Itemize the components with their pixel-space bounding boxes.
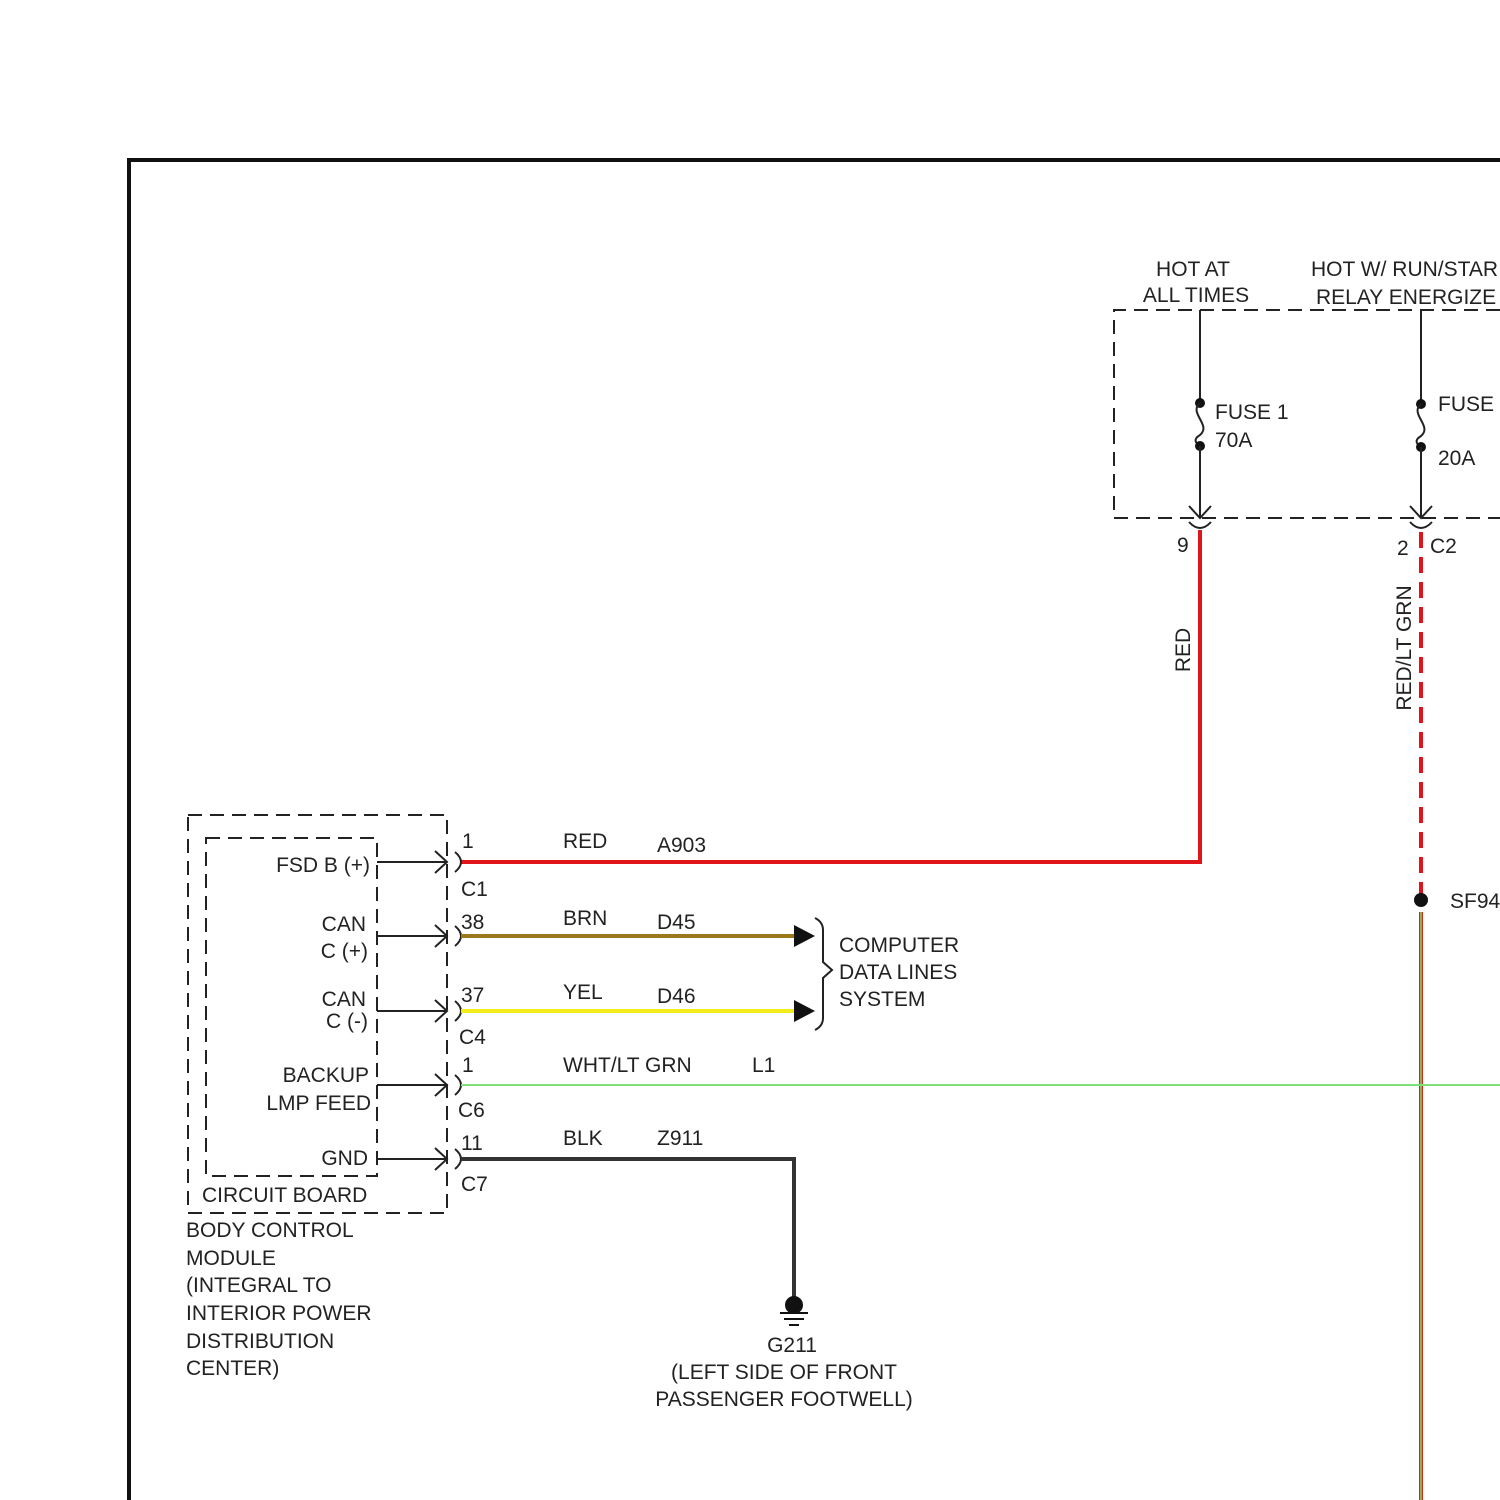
pin-fsd-b-cavity: 1	[462, 830, 474, 853]
pin-gnd-cavity: 11	[461, 1132, 483, 1155]
cavity-9-label: 9	[1177, 534, 1189, 557]
svg-text:CENTER): CENTER)	[186, 1357, 279, 1380]
diagram-frame	[129, 160, 1500, 1500]
splice-sf94-dot	[1414, 893, 1428, 907]
fuse-1	[1189, 310, 1211, 528]
pin-fsd-b-connector: C1	[461, 878, 488, 901]
svg-text:INTERIOR POWER: INTERIOR POWER	[186, 1302, 372, 1325]
pin-can-c-plus-label-2: C (+)	[321, 940, 368, 963]
pin-can-c-plus-label-1: CAN	[322, 913, 366, 936]
bcm-name: BODY CONTROL MODULE (INTEGRAL TO INTERIO…	[186, 1219, 372, 1380]
wire-l1-circuit: L1	[752, 1054, 775, 1077]
circuit-board-label: CIRCUIT BOARD	[202, 1184, 367, 1207]
hot-at-all-times-line1: HOT AT	[1156, 258, 1230, 281]
wire-a903-circuit: A903	[657, 834, 706, 857]
wire-red-a903	[461, 530, 1200, 862]
fuse-2-name: FUSE	[1438, 393, 1494, 416]
wire-d45-circuit: D45	[657, 911, 696, 934]
pin-leads	[377, 851, 461, 1170]
data-lines-bracket	[815, 918, 832, 1030]
wire-l1-color: WHT/LT GRN	[563, 1054, 692, 1077]
fuse-2	[1410, 310, 1432, 528]
hot-w-run-line2: RELAY ENERGIZE	[1316, 286, 1496, 309]
fuse-1-name: FUSE 1	[1215, 401, 1289, 424]
wire-red-vertical-label: RED	[1172, 628, 1195, 672]
wire-d46-arrow	[794, 1000, 815, 1022]
wire-d45-arrow	[794, 925, 815, 947]
wire-red-lt-grn-label: RED/LT GRN	[1393, 585, 1416, 710]
wire-z911-color: BLK	[563, 1127, 603, 1150]
pin-gnd-connector: C7	[461, 1173, 488, 1196]
svg-text:MODULE: MODULE	[186, 1247, 276, 1270]
svg-text:COMPUTER: COMPUTER	[839, 934, 959, 957]
connector-c2-label: C2	[1430, 535, 1457, 558]
hot-w-run-line1: HOT W/ RUN/STAR	[1311, 258, 1498, 281]
svg-text:DATA LINES: DATA LINES	[839, 961, 957, 984]
pin-can-c-minus-label-1: CAN	[322, 988, 366, 1011]
pin-backup-cavity: 1	[462, 1054, 474, 1077]
pin-fsd-b-label: FSD B (+)	[276, 854, 370, 877]
fuse-1-rating: 70A	[1215, 429, 1252, 452]
svg-text:(INTEGRAL TO: (INTEGRAL TO	[186, 1274, 331, 1297]
wire-d46-color: YEL	[563, 981, 603, 1004]
ground-symbol	[780, 1297, 808, 1325]
wire-d46-circuit: D46	[657, 985, 696, 1008]
cavity-2-label: 2	[1397, 537, 1409, 560]
pin-backup-label-1: BACKUP	[283, 1064, 369, 1087]
wire-a903-color: RED	[563, 830, 607, 853]
pin-can-c-plus-cavity: 38	[461, 911, 484, 934]
ground-name: G211	[767, 1334, 817, 1357]
data-lines-label: COMPUTER DATA LINES SYSTEM	[839, 934, 959, 1011]
pin-can-c-minus-cavity: 37	[461, 984, 484, 1007]
pin-can-c-minus-connector: C4	[459, 1026, 486, 1049]
pin-gnd-label: GND	[321, 1147, 368, 1170]
pin-backup-connector: C6	[458, 1099, 485, 1122]
splice-sf94-label: SF94	[1450, 890, 1500, 913]
wire-z911-black	[461, 1159, 794, 1298]
wire-d45-color: BRN	[563, 907, 607, 930]
hot-at-all-times-line2: ALL TIMES	[1143, 284, 1249, 307]
svg-text:BODY CONTROL: BODY CONTROL	[186, 1219, 354, 1242]
svg-text:DISTRIBUTION: DISTRIBUTION	[186, 1330, 334, 1353]
pin-backup-label-2: LMP FEED	[266, 1092, 371, 1115]
pin-can-c-minus-label-2: C (-)	[326, 1010, 368, 1033]
ground-location-line1: (LEFT SIDE OF FRONT	[671, 1361, 897, 1384]
ground-location-line2: PASSENGER FOOTWELL)	[655, 1388, 913, 1411]
wire-z911-circuit: Z911	[657, 1127, 703, 1150]
svg-text:SYSTEM: SYSTEM	[839, 988, 925, 1011]
fuse-2-rating: 20A	[1438, 447, 1475, 470]
